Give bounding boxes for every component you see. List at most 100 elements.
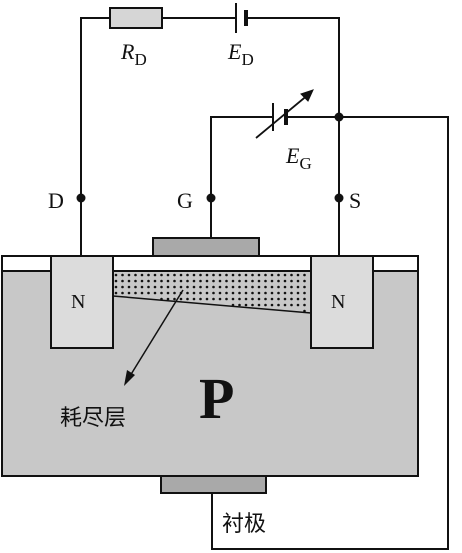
depletion-dot xyxy=(173,285,176,289)
wiring xyxy=(80,17,449,550)
depletion-dot xyxy=(127,279,131,283)
depletion-dot xyxy=(199,273,202,277)
depletion-dot xyxy=(205,279,209,283)
depletion-dot xyxy=(166,273,170,277)
depletion-dot xyxy=(251,291,254,295)
depletion-dot xyxy=(277,273,280,277)
depletion-dot xyxy=(296,285,300,289)
depletion-dot xyxy=(153,273,157,277)
depletion-dot xyxy=(140,291,144,295)
depletion-dot xyxy=(205,285,209,289)
depletion-dot xyxy=(277,279,280,283)
depletion-dot xyxy=(218,279,222,283)
depletion-dot xyxy=(225,279,228,283)
depletion-dot xyxy=(192,279,196,283)
depletion-region xyxy=(114,273,306,313)
depletion-dot xyxy=(212,297,215,301)
depletion-dot xyxy=(199,285,202,289)
depletion-dot xyxy=(270,303,274,307)
depletion-dot xyxy=(290,285,293,289)
depletion-dot xyxy=(238,285,241,289)
depletion-dot xyxy=(290,291,293,295)
depletion-dot xyxy=(114,285,118,289)
depletion-dot xyxy=(238,273,241,277)
depletion-dot xyxy=(192,285,196,289)
depletion-dot xyxy=(212,279,215,283)
depletion-dot xyxy=(153,285,157,289)
depletion-dot xyxy=(134,273,137,277)
drain-label: D xyxy=(48,188,64,213)
depletion-dot xyxy=(186,285,189,289)
depletion-dot xyxy=(147,273,150,277)
depletion-dot xyxy=(186,279,189,283)
depletion-dot xyxy=(283,285,287,289)
depletion-dot xyxy=(296,279,300,283)
depletion-dot xyxy=(121,285,124,289)
depletion-dot xyxy=(179,285,183,289)
depletion-dot xyxy=(147,279,150,283)
depletion-dot xyxy=(277,297,280,301)
depletion-dot xyxy=(121,279,124,283)
gate-battery-symbol xyxy=(255,89,314,139)
depletion-dot xyxy=(134,279,137,283)
substrate-label: P xyxy=(199,366,234,431)
depletion-dot xyxy=(192,297,196,301)
depletion-dot xyxy=(290,279,293,283)
depletion-dot xyxy=(257,279,261,283)
gate-label: G xyxy=(177,188,193,213)
depletion-boundary xyxy=(112,295,312,314)
depletion-dot xyxy=(257,291,261,295)
drain-supply-label: ED xyxy=(227,39,254,69)
depletion-dot xyxy=(277,291,280,295)
depletion-dot xyxy=(283,291,287,295)
depletion-dot xyxy=(244,285,248,289)
gate-metal xyxy=(152,237,260,257)
depletion-dot xyxy=(160,291,163,295)
depletion-dot xyxy=(264,297,267,301)
depletion-dot xyxy=(251,285,254,289)
depletion-dot xyxy=(205,273,209,277)
depletion-dot xyxy=(140,273,144,277)
depletion-dot xyxy=(127,273,131,277)
depletion-dot xyxy=(153,279,157,283)
depletion-dot xyxy=(270,285,274,289)
depletion-dot xyxy=(140,285,144,289)
depletion-dot xyxy=(218,273,222,277)
depletion-dot xyxy=(127,285,131,289)
depletion-arrow xyxy=(124,289,184,386)
depletion-dot xyxy=(231,291,235,295)
depletion-dot xyxy=(303,303,306,307)
depletion-dot xyxy=(238,303,241,307)
drain-resistor-label: RD xyxy=(120,39,147,69)
source-label: S xyxy=(349,188,361,213)
depletion-dot xyxy=(251,279,254,283)
depletion-dot xyxy=(134,291,137,295)
depletion-dot xyxy=(166,279,170,283)
depletion-dot xyxy=(218,297,222,301)
depletion-dot xyxy=(153,291,157,295)
depletion-dot xyxy=(192,273,196,277)
depletion-dot xyxy=(264,303,267,307)
depletion-dot xyxy=(147,291,150,295)
depletion-dot xyxy=(199,291,202,295)
substrate-contact xyxy=(160,475,267,494)
depletion-dot xyxy=(166,291,170,295)
depletion-dot xyxy=(257,303,261,307)
depletion-dot xyxy=(296,291,300,295)
depletion-dot xyxy=(225,291,228,295)
depletion-dot xyxy=(270,297,274,301)
depletion-dot xyxy=(121,291,124,295)
depletion-dot xyxy=(231,285,235,289)
depletion-dot xyxy=(270,273,274,277)
depletion-dot xyxy=(231,297,235,301)
depletion-dot xyxy=(303,297,306,301)
depletion-dot xyxy=(257,273,261,277)
drain-terminal-dot xyxy=(76,193,86,203)
depletion-dot xyxy=(290,297,293,301)
depletion-dot xyxy=(238,279,241,283)
depletion-dot xyxy=(257,297,261,301)
depletion-dot xyxy=(303,273,306,277)
depletion-dot xyxy=(166,297,170,301)
depletion-dot xyxy=(296,273,300,277)
source-junction-dot xyxy=(334,112,344,122)
